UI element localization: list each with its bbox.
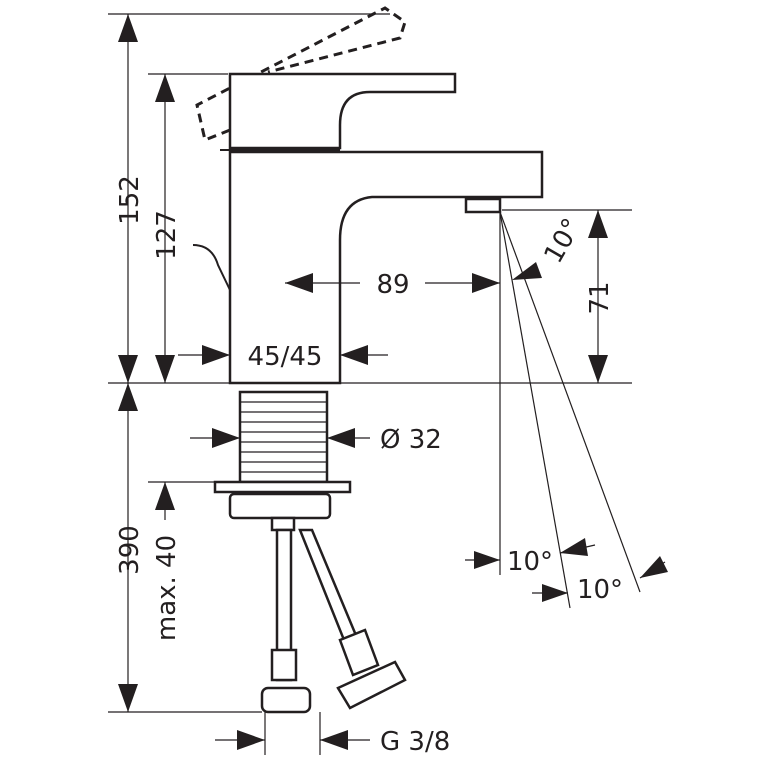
lever-handle	[228, 72, 457, 150]
lever-open-position	[195, 6, 407, 143]
extension-lines	[108, 13, 632, 755]
dim-lever-height: 127	[152, 210, 182, 260]
dim-spout-reach: 89	[376, 270, 409, 300]
mounting-assembly	[213, 390, 407, 714]
dim-body-size: 45/45	[248, 342, 323, 372]
dim-max-thickness: max. 40	[152, 535, 182, 641]
dim-spray-angle-right: 10°	[577, 575, 623, 605]
aerator	[464, 197, 502, 214]
dim-spout-clearance: 71	[585, 281, 615, 314]
dimension-lines	[118, 14, 668, 750]
dim-shank-diameter: Ø 32	[380, 425, 442, 455]
dim-hose-length: 390	[115, 525, 145, 575]
dim-spray-angle-left: 10°	[507, 547, 553, 577]
dim-total-height: 152	[115, 175, 145, 225]
dim-connection-thread: G 3/8	[380, 727, 450, 757]
dim-spray-angle-top: 10°	[539, 214, 588, 269]
faucet-body	[192, 72, 544, 385]
pop-up-rod	[192, 244, 231, 291]
